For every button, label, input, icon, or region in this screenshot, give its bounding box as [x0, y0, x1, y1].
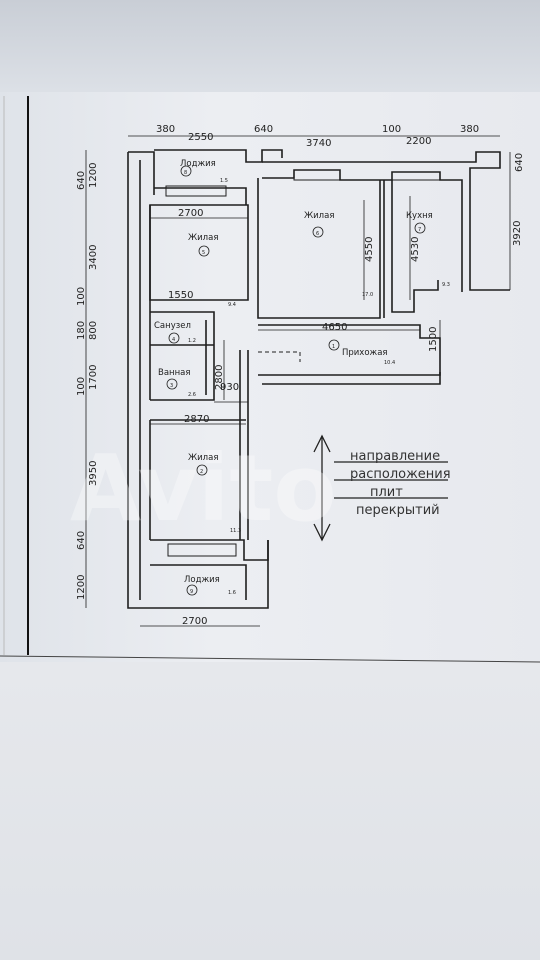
hall-bottom-wall [262, 372, 441, 385]
dim-1550: 1550 [168, 290, 193, 301]
table-surface [0, 662, 540, 960]
room6-name: Жилая [304, 211, 334, 221]
room6-walls [257, 178, 381, 319]
top-inner-wall [262, 169, 463, 292]
bath-walls [150, 311, 215, 401]
room9-number: 9 [190, 589, 193, 595]
room9-area: 1.6 [228, 590, 236, 596]
dim-4650: 4650 [322, 322, 347, 333]
dim-2800: 2800 [214, 365, 225, 390]
dim-left-1700: 1700 [88, 365, 99, 390]
room1-area: 10.4 [384, 360, 395, 366]
dim-left-180: 180 [76, 321, 87, 340]
dim-left-1200-top: 1200 [88, 163, 99, 188]
dim-left-1200-bottom: 1200 [76, 575, 87, 600]
room1-number: 1 [332, 344, 335, 350]
dimension-lines [85, 135, 511, 627]
room8-number-circle [180, 165, 192, 177]
dim-top-380-right: 380 [460, 124, 479, 135]
room7-walls [391, 180, 439, 313]
room4-number-circle [168, 332, 180, 344]
dim-left-800: 800 [88, 321, 99, 340]
room3-number-circle [166, 378, 178, 390]
window-room6 [293, 169, 341, 181]
loggia8-inner [154, 187, 247, 205]
paper-sheet [0, 92, 540, 662]
note-line2: расположения [350, 467, 451, 482]
dim-2700-top: 2700 [178, 208, 203, 219]
dim-2700-bottom: 2700 [182, 616, 207, 627]
frame-line-bottom [0, 655, 540, 663]
loggia9-walls [150, 564, 247, 600]
room2-number: 2 [200, 469, 203, 475]
loggia8-wall [154, 149, 283, 163]
outer-wall-left [127, 151, 269, 609]
room8-name: Лоджия [180, 159, 216, 169]
room4-name: Санузел [154, 321, 191, 331]
note-line3: плит [370, 485, 403, 500]
dim-top-100: 100 [382, 124, 401, 135]
room2-area: 11.3 [230, 528, 241, 534]
room3-name: Ванная [158, 368, 190, 378]
room5-number-circle [198, 245, 210, 257]
room2-number-circle [196, 464, 208, 476]
dim-left-640-top: 640 [76, 171, 87, 190]
dim-right-640: 640 [514, 153, 525, 172]
room2-walls [150, 419, 269, 561]
room6-area: 17.0 [362, 292, 373, 298]
room5-number: 5 [202, 250, 205, 256]
dim-left-3400: 3400 [88, 245, 99, 270]
room2-name: Жилая [188, 453, 218, 463]
room7-name: Кухня [406, 211, 433, 221]
room7-number: 7 [418, 227, 421, 233]
dim-right-1500: 1500 [428, 327, 439, 352]
room5-name: Жилая [188, 233, 218, 243]
room4-area: 1.2 [188, 338, 196, 344]
note-line4: перекрытий [356, 503, 440, 518]
room3-number: 3 [170, 383, 173, 389]
dim-top-2200: 2200 [406, 136, 431, 147]
window-loggia8 [165, 185, 227, 197]
window-room2 [167, 543, 237, 557]
note-line1: направление [350, 449, 440, 464]
dim-4530: 4530 [410, 237, 421, 262]
room9-name: Лоджия [184, 575, 220, 585]
dim-2870: 2870 [184, 414, 209, 425]
avito-watermark: Avito [70, 435, 337, 542]
room2-right-wall [239, 350, 249, 540]
dim-top-640: 640 [254, 124, 273, 135]
room5-area: 9.4 [228, 302, 236, 308]
room1-number-circle [328, 339, 340, 351]
slab-direction-arrow [313, 434, 448, 542]
dim-left-640-bottom: 640 [76, 531, 87, 550]
dim-930: 930 [220, 382, 239, 393]
window-room7 [391, 171, 441, 181]
room9-number-circle [186, 584, 198, 596]
dim-4550: 4550 [364, 237, 375, 262]
hall-walls [258, 324, 441, 376]
dim-left-100-a: 100 [76, 287, 87, 306]
dim-left-100-b: 100 [76, 377, 87, 396]
windows [165, 169, 441, 557]
dim-top-3740: 3740 [306, 138, 331, 149]
room3-area: 2.6 [188, 392, 196, 398]
dim-right-3920: 3920 [512, 221, 523, 246]
room7-number-circle [414, 222, 426, 234]
top-wall [262, 151, 510, 291]
room7-area: 9.3 [442, 282, 450, 288]
hall-dashed-outline [258, 351, 301, 362]
dim-top-380-left: 380 [156, 124, 175, 135]
room6-number: 6 [316, 231, 319, 237]
room6-number-circle [312, 226, 324, 238]
dim-left-3950: 3950 [88, 461, 99, 486]
room4-number: 4 [172, 337, 175, 343]
dim-top-2550: 2550 [188, 132, 213, 143]
room1-name: Прихожая [342, 348, 388, 358]
room8-number: 8 [184, 170, 187, 176]
room8-area: 1.5 [220, 178, 228, 184]
